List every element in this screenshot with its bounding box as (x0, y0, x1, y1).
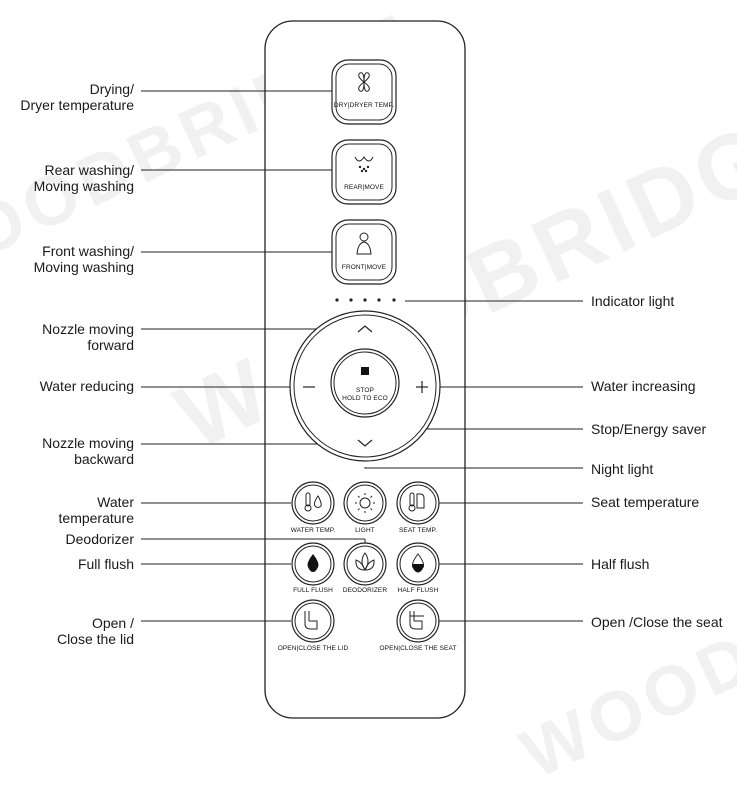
label-nozzle-backward: Nozzle moving backward (42, 435, 134, 467)
rear-caption: REAR|MOVE (344, 184, 384, 191)
front-wash-icon (356, 232, 372, 255)
fan-icon (358, 72, 370, 92)
label-water-increasing: Water increasing (591, 378, 696, 394)
light-button[interactable] (343, 481, 387, 525)
full-flush-caption: FULL FLUSH (293, 587, 333, 594)
seat-caption: OPEN|CLOSE THE SEAT (379, 645, 457, 652)
front-caption: FRONT|MOVE (341, 264, 387, 271)
seat-temp-button[interactable] (396, 481, 440, 525)
full-flush-button[interactable] (291, 542, 335, 586)
stop-caption-line1: STOP (356, 387, 374, 394)
chevron-up-icon (357, 325, 373, 333)
label-night-light: Night light (591, 461, 654, 477)
deodorizer-caption: DEODORIZER (342, 587, 388, 594)
front-button[interactable] (331, 219, 397, 285)
label-rear-washing: Rear washing/ Moving washing (33, 162, 134, 194)
label-nozzle-forward: Nozzle moving forward (42, 321, 134, 353)
thermometer-drop-icon (304, 492, 322, 512)
seat-temp-caption: SEAT TEMP. (398, 527, 438, 534)
half-drop-icon (412, 553, 424, 573)
leader-lines-left (141, 90, 366, 622)
toilet-seat-icon (409, 611, 424, 630)
label-drying: Drying/ Dryer temperature (20, 81, 134, 113)
water-temp-caption: WATER TEMP. (290, 527, 336, 534)
label-indicator-light: Indicator light (591, 293, 675, 309)
label-stop-energy-saver: Stop/Energy saver (591, 421, 707, 437)
chevron-down-icon (357, 439, 373, 447)
full-drop-icon (307, 554, 319, 572)
thermometer-seat-icon (408, 492, 425, 512)
rear-button[interactable] (331, 139, 397, 205)
deodorizer-button[interactable] (343, 542, 387, 586)
label-water-reducing: Water reducing (39, 378, 134, 394)
water-temp-button[interactable] (291, 481, 335, 525)
remote-drawing (141, 20, 583, 719)
direction-dial[interactable] (289, 310, 441, 462)
half-flush-caption: HALF FLUSH (397, 587, 439, 594)
label-full-flush: Full flush (77, 556, 134, 572)
label-deodorizer: Deodorizer (65, 531, 134, 547)
stop-square-icon (361, 367, 369, 375)
label-open-close-seat: Open /Close the seat (591, 614, 723, 630)
dry-caption: DRY|DRYER TEMP. (333, 102, 395, 109)
lotus-icon (355, 552, 375, 571)
label-seat-temperature: Seat temperature (591, 494, 700, 510)
lid-caption: OPEN|CLOSE THE LID (277, 645, 349, 652)
label-half-flush: Half flush (591, 556, 650, 572)
plus-icon (416, 381, 428, 393)
lid-button[interactable] (291, 599, 335, 643)
label-open-close-lid: Open / Close the lid (56, 615, 134, 647)
dry-button[interactable] (331, 59, 397, 125)
stop-caption-line2: HOLD TO ECO (342, 395, 388, 402)
seat-button[interactable] (396, 599, 440, 643)
toilet-lid-icon (304, 611, 318, 630)
sun-icon (355, 493, 375, 513)
half-flush-button[interactable] (396, 542, 440, 586)
label-water-temperature: Water temperature (58, 494, 134, 526)
light-caption: LIGHT (355, 527, 375, 534)
rear-wash-icon (354, 156, 374, 173)
indicator-lights (335, 298, 396, 302)
label-front-washing: Front washing/ Moving washing (33, 243, 134, 275)
